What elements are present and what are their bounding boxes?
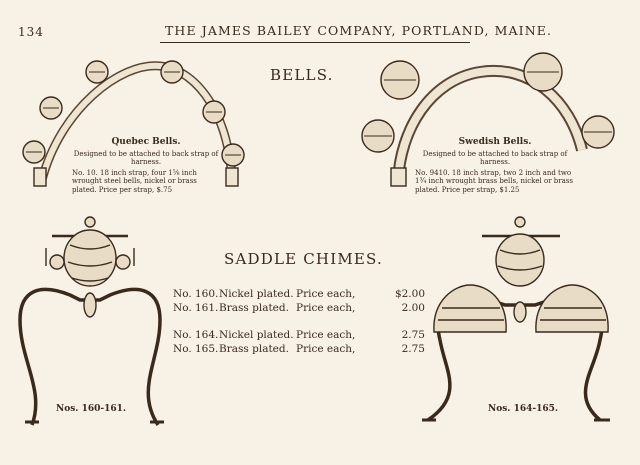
item-number: No. 160. xyxy=(173,288,219,300)
item-number: No. 161. xyxy=(173,302,219,314)
item-finish: Nickel plated. xyxy=(219,288,294,300)
saddle-chime-left-illustration xyxy=(18,216,164,426)
left-chime-caption: Nos. 160-161. xyxy=(56,404,127,414)
price-row: No. 161. Brass plated. Price each, 2.00 xyxy=(173,302,425,316)
quebec-bells-description: Designed to be attached to back strap of… xyxy=(73,149,219,167)
right-chime-caption: Nos. 164-165. xyxy=(488,404,559,414)
price-row: No. 165. Brass plated. Price each, 2.75 xyxy=(173,343,425,357)
bells-heading: BELLS. xyxy=(270,66,334,84)
price-label: Price each, xyxy=(296,302,356,314)
swedish-bells-details: No. 9410. 18 inch strap, two 2 inch and … xyxy=(415,168,573,194)
quebec-bells-title: Quebec Bells. xyxy=(111,137,181,147)
price-amount: 2.00 xyxy=(401,302,425,314)
swedish-bells-caption: Swedish Bells. Designed to be attached t… xyxy=(415,138,575,194)
page-header: 134 THE JAMES BAILEY COMPANY, PORTLAND, … xyxy=(0,22,640,43)
swedish-bells-title: Swedish Bells. xyxy=(458,137,532,147)
price-amount: $2.00 xyxy=(394,288,425,300)
quebec-bells-details: No. 10. 18 inch strap, four 1⅝ inch wrou… xyxy=(72,168,197,194)
saddle-chimes-price-list: No. 160. Nickel plated. Price each, $2.0… xyxy=(173,288,425,357)
company-header: THE JAMES BAILEY COMPANY, PORTLAND, MAIN… xyxy=(165,23,553,38)
page-number: 134 xyxy=(18,25,44,39)
price-label: Price each, xyxy=(296,343,356,355)
price-row: No. 164. Nickel plated. Price each, 2.75 xyxy=(173,329,425,343)
item-number: No. 165. xyxy=(173,343,219,355)
quebec-bells-illustration xyxy=(22,60,245,187)
price-label: Price each, xyxy=(296,288,356,300)
saddle-chimes-heading: SADDLE CHIMES. xyxy=(224,250,383,268)
item-finish: Brass plated. xyxy=(219,302,289,314)
item-finish: Brass plated. xyxy=(219,343,289,355)
price-amount: 2.75 xyxy=(401,343,425,355)
item-finish: Nickel plated. xyxy=(219,329,294,341)
quebec-bells-caption: Quebec Bells. Designed to be attached to… xyxy=(72,138,220,194)
price-row: No. 160. Nickel plated. Price each, $2.0… xyxy=(173,288,425,302)
row-spacer xyxy=(173,316,423,329)
price-amount: 2.75 xyxy=(401,329,425,341)
quebec-bells-price: $.75 xyxy=(156,185,173,194)
swedish-bells-description: Designed to be attached to back strap of… xyxy=(422,149,568,167)
item-number: No. 164. xyxy=(173,329,219,341)
header-rule xyxy=(160,42,470,43)
saddle-chime-right-illustration xyxy=(422,216,610,422)
price-label: Price each, xyxy=(296,329,356,341)
swedish-bells-illustration xyxy=(361,52,615,187)
